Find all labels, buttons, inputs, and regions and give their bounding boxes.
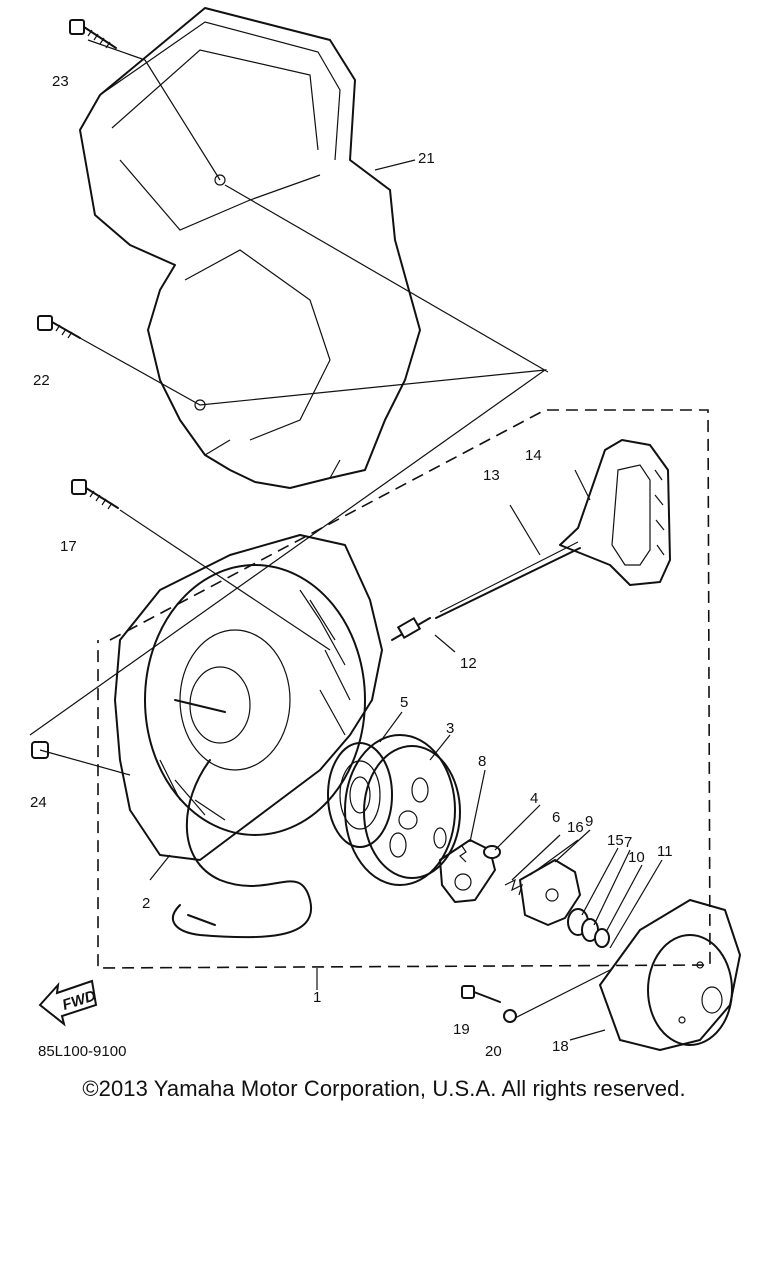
callout-14: 14: [525, 447, 542, 464]
callout-2: 2: [142, 895, 150, 912]
callout-15: 15: [607, 832, 624, 849]
bolt-19-drawing: [461, 985, 501, 1003]
callout-7: 7: [624, 834, 632, 851]
callout-5: 5: [400, 694, 408, 711]
callout-24: 24: [30, 794, 47, 811]
callout-9: 9: [585, 813, 593, 830]
callout-10: 10: [628, 849, 645, 866]
friction-plate-9-drawing: [519, 859, 581, 926]
callout-17: 17: [60, 538, 77, 555]
callout-3: 3: [446, 720, 454, 737]
bolt-17-drawing: [71, 479, 119, 510]
washer-20-drawing: [503, 1009, 517, 1023]
fwd-arrow-icon: FWD: [38, 979, 98, 1027]
callout-11: 11: [657, 843, 673, 860]
leader-lines: [29, 39, 663, 1041]
starter-pulley-18-drawing: [599, 899, 741, 1051]
callout-18: 18: [552, 1038, 569, 1055]
bolt-22-drawing: [37, 315, 81, 339]
fan-shroud-drawing: [79, 7, 421, 489]
callout-22: 22: [33, 372, 50, 389]
rope-guide-12-drawing: [391, 616, 431, 641]
starter-rope-13-drawing: [435, 541, 581, 619]
callout-21: 21: [418, 150, 435, 167]
callout-20: 20: [485, 1043, 502, 1060]
callout-13: 13: [483, 467, 500, 484]
exploded-parts-diagram: FWD 85L100-9100 1 2 3 4 5 6 7 8 9 10 11 …: [29, 7, 741, 1060]
starter-case-drawing: [114, 534, 383, 939]
bolt-23-drawing: [69, 19, 117, 49]
callout-16: 16: [567, 819, 584, 836]
drawing-code: 85L100-9100: [38, 1043, 126, 1060]
return-spring-8-drawing: [459, 845, 467, 863]
spiral-spring-5-drawing: [327, 742, 393, 848]
sheave-drum-3-drawing: [344, 734, 461, 886]
callout-8: 8: [478, 753, 486, 770]
callout-1: 1: [313, 989, 321, 1006]
nut-10-drawing: [594, 928, 610, 948]
assembly-outline-1: [97, 409, 711, 969]
callout-4: 4: [530, 790, 538, 807]
callout-23: 23: [52, 73, 69, 90]
callout-labels: 1 2 3 4 5 6 7 8 9 10 11 12 13 14 15 16 1…: [30, 73, 673, 1060]
ratchet-pawl-4-drawing: [439, 839, 501, 903]
callout-6: 6: [552, 809, 560, 826]
starter-handle-14-drawing: [559, 439, 671, 586]
callout-19: 19: [453, 1021, 470, 1038]
callout-12: 12: [460, 655, 477, 672]
copyright-notice: ©2013 Yamaha Motor Corporation, U.S.A. A…: [82, 1076, 686, 1101]
